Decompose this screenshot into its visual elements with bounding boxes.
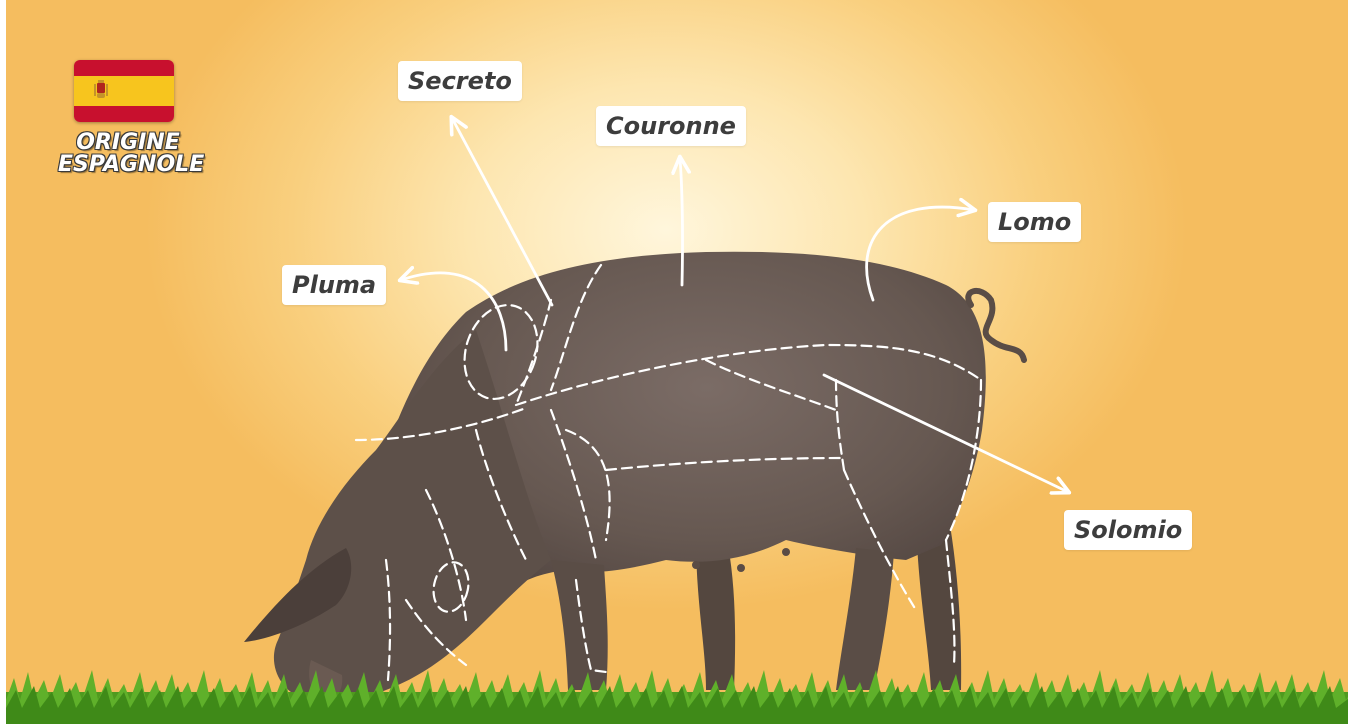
spain-flag-icon <box>74 60 174 122</box>
label-solomio: Solomio <box>1064 510 1192 550</box>
pig-body <box>244 252 1024 702</box>
label-secreto: Secreto <box>398 61 522 101</box>
grass-strip <box>6 670 1354 724</box>
origin-caption: ORIGINE ESPAGNOLE <box>58 132 198 176</box>
origin-line-2: ESPAGNOLE <box>58 154 198 176</box>
label-pluma: Pluma <box>282 265 386 305</box>
label-lomo: Lomo <box>988 202 1081 242</box>
coat-of-arms-icon <box>94 79 108 101</box>
origin-line-1: ORIGINE <box>58 132 198 154</box>
label-couronne: Couronne <box>596 106 746 146</box>
